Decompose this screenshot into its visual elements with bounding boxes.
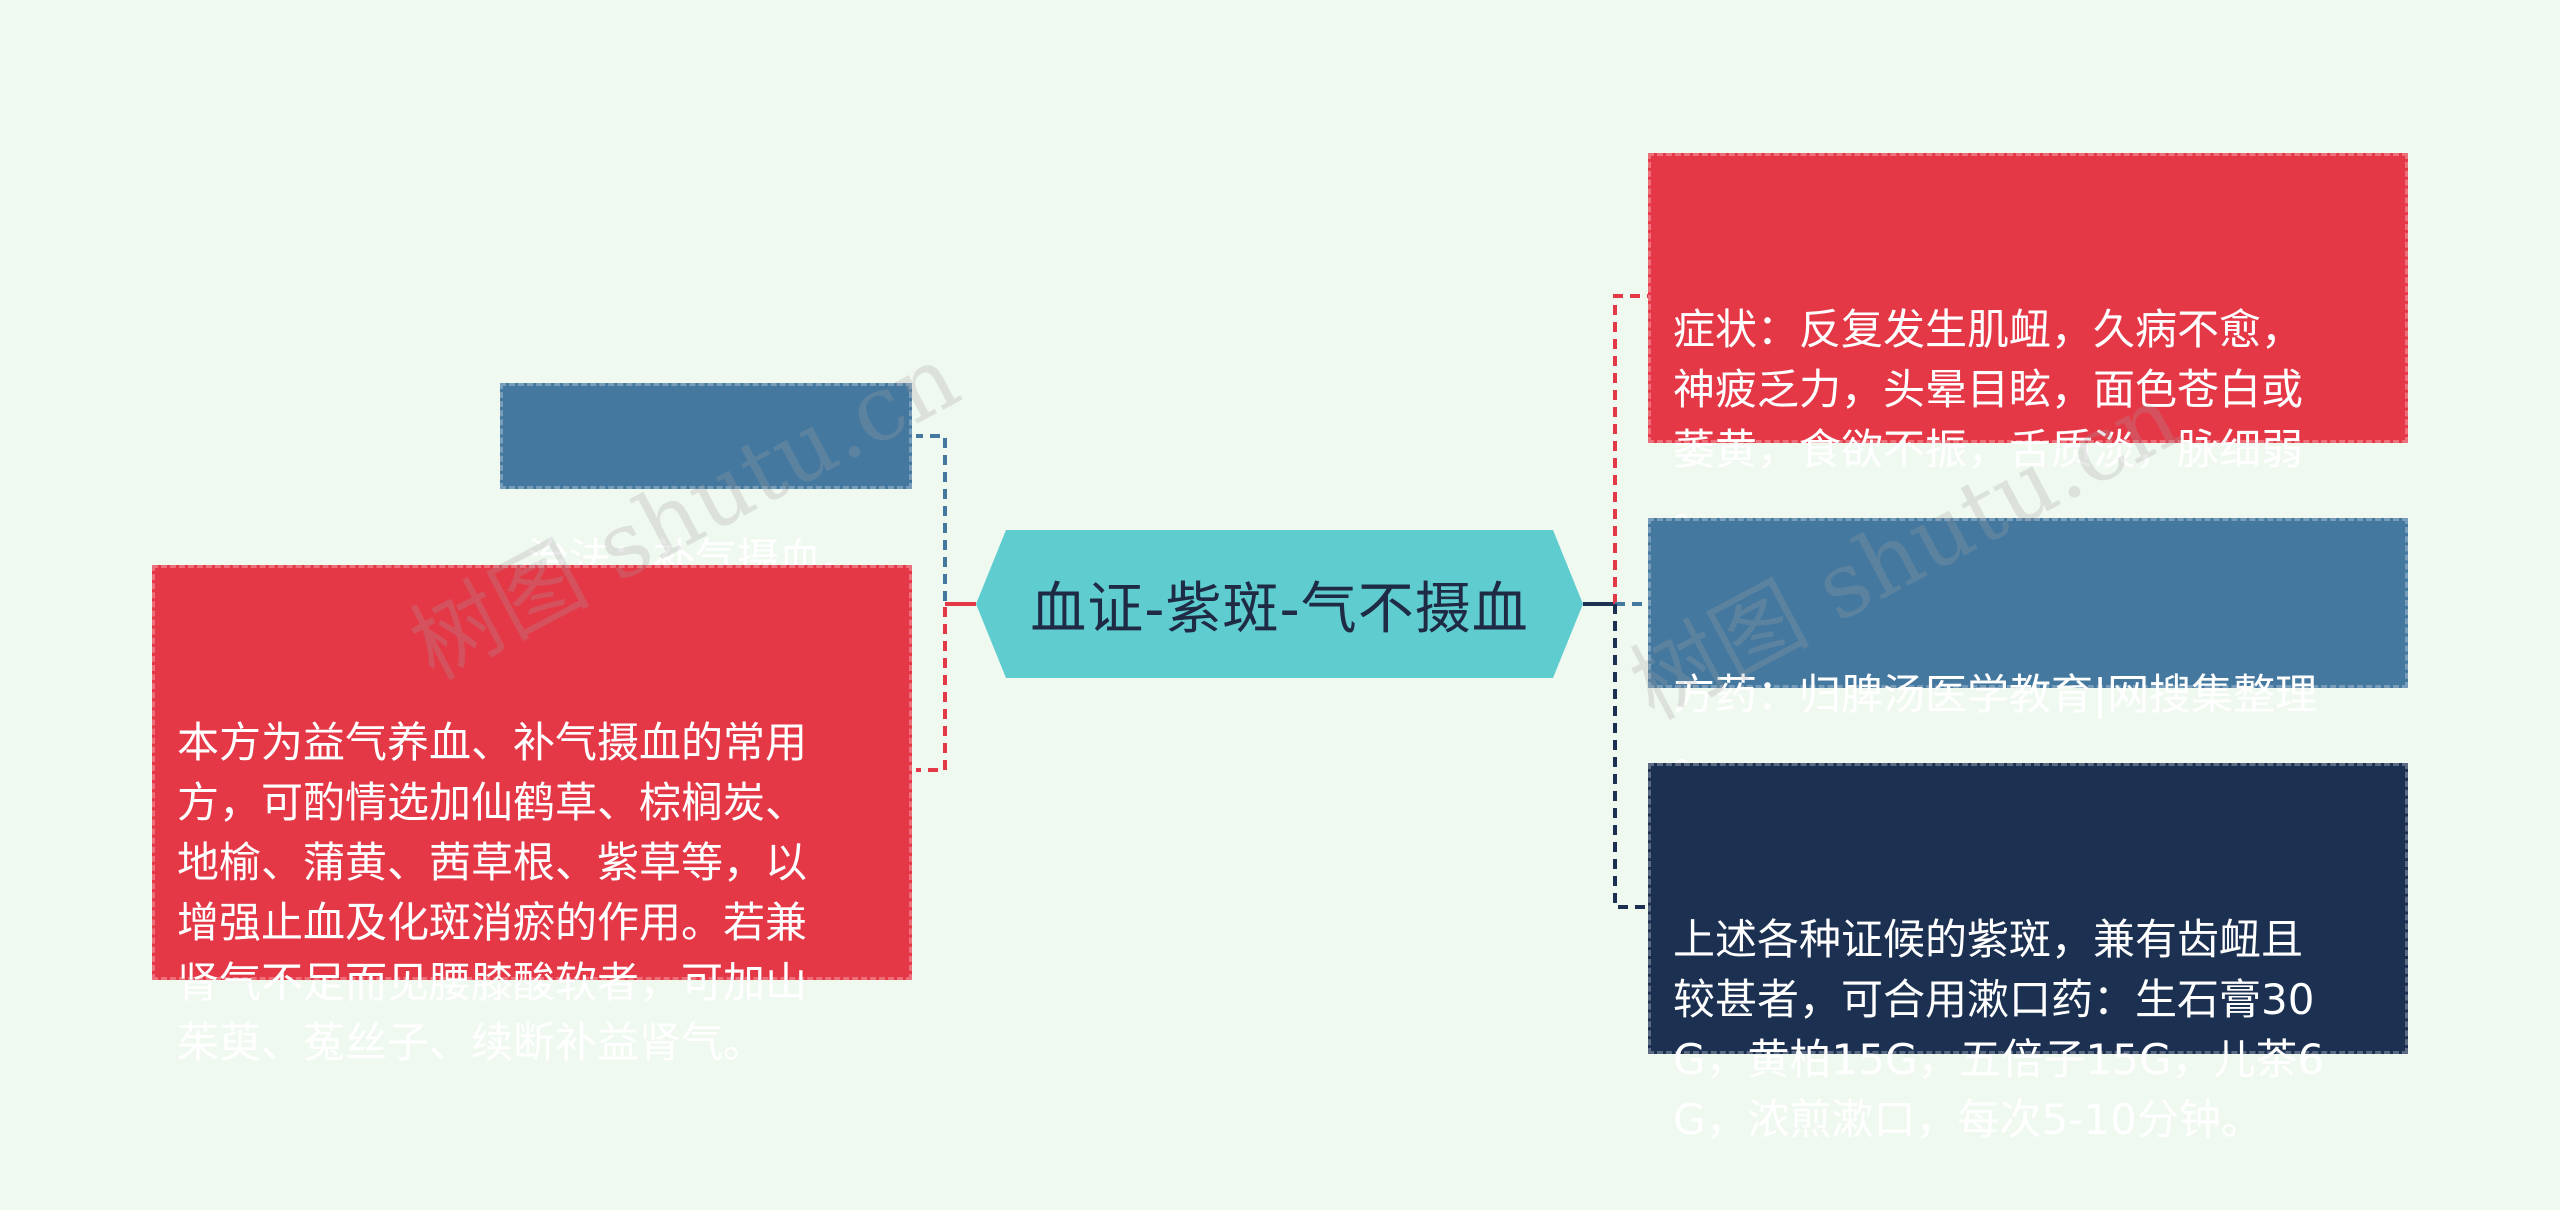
connector-mouthwash [1613,604,1648,909]
node-prescription[interactable]: 方药：归脾汤医学教育|网搜集整理 。 [1648,518,2408,779]
node-prescription-text: 方药：归脾汤医学教育|网搜集整理 。 [1673,670,2318,779]
node-mouthwash[interactable]: 上述各种证候的紫斑，兼有齿衄且 较甚者，可合用漱口药：生石膏30 G，黄柏15G… [1648,763,2408,1144]
connector-treatment [916,434,976,606]
connector-note [916,602,976,772]
center-topic-label: 血证-紫斑-气不摄血 [1030,576,1529,642]
node-mouthwash-text: 上述各种证候的紫斑，兼有齿衄且 较甚者，可合用漱口药：生石膏30 G，黄柏15G… [1673,915,2325,1144]
node-symptoms[interactable]: 症状：反复发生肌衄，久病不愈， 神疲乏力，头晕目眩，面色苍白或 萎黄，食欲不振，… [1648,153,2408,534]
node-note[interactable]: 本方为益气养血、补气摄血的常用 方，可酌情选加仙鹤草、棕榈炭、 地榆、蒲黄、茜草… [152,565,912,1067]
center-hexagon-shape [976,530,1583,678]
connector-symptoms [1613,294,1648,604]
center-topic[interactable]: 血证-紫斑-气不摄血 [976,530,1583,678]
node-note-text: 本方为益气养血、补气摄血的常用 方，可酌情选加仙鹤草、棕榈炭、 地榆、蒲黄、茜草… [177,718,808,1067]
node-symptoms-text: 症状：反复发生肌衄，久病不愈， 神疲乏力，头晕目眩，面色苍白或 萎黄，食欲不振，… [1673,305,2304,534]
